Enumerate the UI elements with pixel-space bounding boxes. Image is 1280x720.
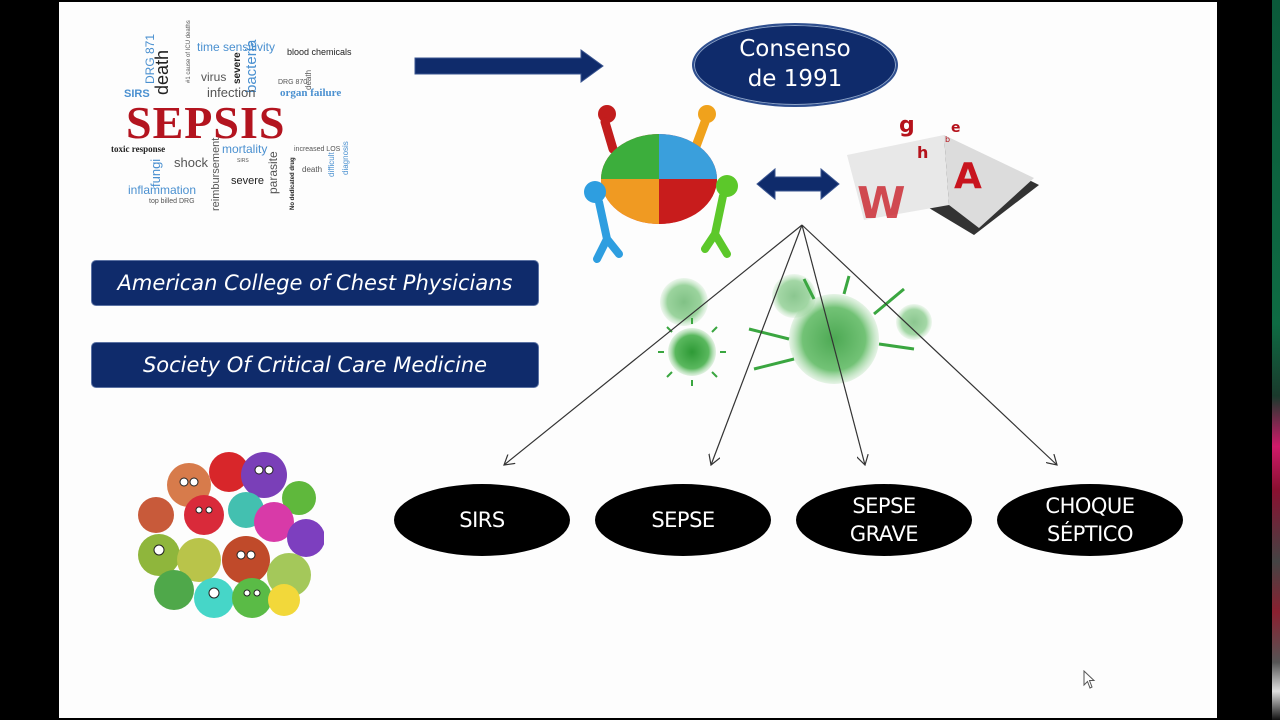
node-sirs: SIRS — [394, 484, 570, 556]
org-society-critical-care-medicine: Society Of Critical Care Medicine — [91, 342, 539, 388]
word: death — [302, 165, 323, 174]
word: increased LOS — [294, 146, 341, 153]
word: death — [152, 49, 172, 95]
word: #1 cause of ICU deaths — [186, 20, 192, 83]
node-label: SIRS — [459, 507, 505, 532]
double-arrow-icon — [756, 167, 840, 201]
consenso-line1: Consenso — [739, 36, 851, 63]
word: inflammation — [128, 183, 197, 197]
word: No dedicated drug — [290, 157, 296, 210]
word: infection — [207, 85, 256, 100]
node-sepse-grave: SEPSE GRAVE — [796, 484, 972, 556]
org-label: Society Of Critical Care Medicine — [142, 353, 488, 377]
people-puzzle-image — [584, 105, 738, 263]
svg-text:g: g — [899, 113, 915, 138]
right-arrow-icon — [414, 49, 604, 83]
node-label-line2: GRAVE — [849, 522, 919, 546]
presentation-slide: time sensitivity blood chemicals DRG 871… — [59, 2, 1217, 718]
org-label: American College of Chest Physicians — [117, 271, 513, 295]
word: parasite — [266, 151, 280, 194]
node-label: SEPSE — [651, 507, 715, 532]
consenso-line2: de 1991 — [747, 66, 843, 92]
word: virus — [201, 70, 227, 84]
green-virus-image — [658, 274, 932, 386]
cartoon-germs-image — [138, 452, 324, 618]
word: shock — [174, 155, 208, 170]
word: DRG 870 — [278, 79, 308, 86]
word: mortality — [222, 142, 268, 156]
svg-text:W: W — [857, 178, 906, 229]
svg-text:b: b — [945, 135, 950, 144]
node-label-line1: SEPSE — [852, 493, 916, 518]
word: severe — [231, 175, 265, 187]
node-sepse: SEPSE — [595, 484, 771, 556]
word: top billed DRG — [149, 198, 195, 205]
node-choque-septico: CHOQUE SÉPTICO — [997, 484, 1183, 556]
node-label-line1: CHOQUE — [1045, 493, 1135, 518]
org-american-college-chest-physicians: American College of Chest Physicians — [91, 260, 539, 306]
word: blood chemicals — [287, 47, 352, 57]
svg-text:h: h — [917, 143, 928, 162]
dictionary-book-image: g h e b A W — [847, 113, 1039, 235]
svg-text:e: e — [951, 120, 961, 136]
consenso-1991-badge: Consenso de 1991 — [692, 23, 898, 107]
node-label-line2: SÉPTICO — [1047, 522, 1133, 546]
word: severe — [232, 52, 243, 84]
sepsis-title: SEPSIS — [126, 97, 286, 148]
word: organ failure — [280, 87, 342, 99]
word: SIRS — [237, 158, 249, 164]
word: SIRS — [124, 88, 150, 100]
mouse-cursor-icon — [1083, 670, 1096, 689]
word: reimbursement — [210, 137, 222, 211]
sepsis-word-cloud: time sensitivity blood chemicals DRG 871… — [111, 20, 374, 222]
word: time sensitivity — [197, 40, 276, 54]
svg-text:A: A — [954, 156, 982, 197]
word: diagnosis — [341, 141, 350, 175]
word: toxic response — [111, 144, 166, 154]
word: difficult — [327, 152, 336, 177]
background-window-edge — [1272, 0, 1280, 720]
